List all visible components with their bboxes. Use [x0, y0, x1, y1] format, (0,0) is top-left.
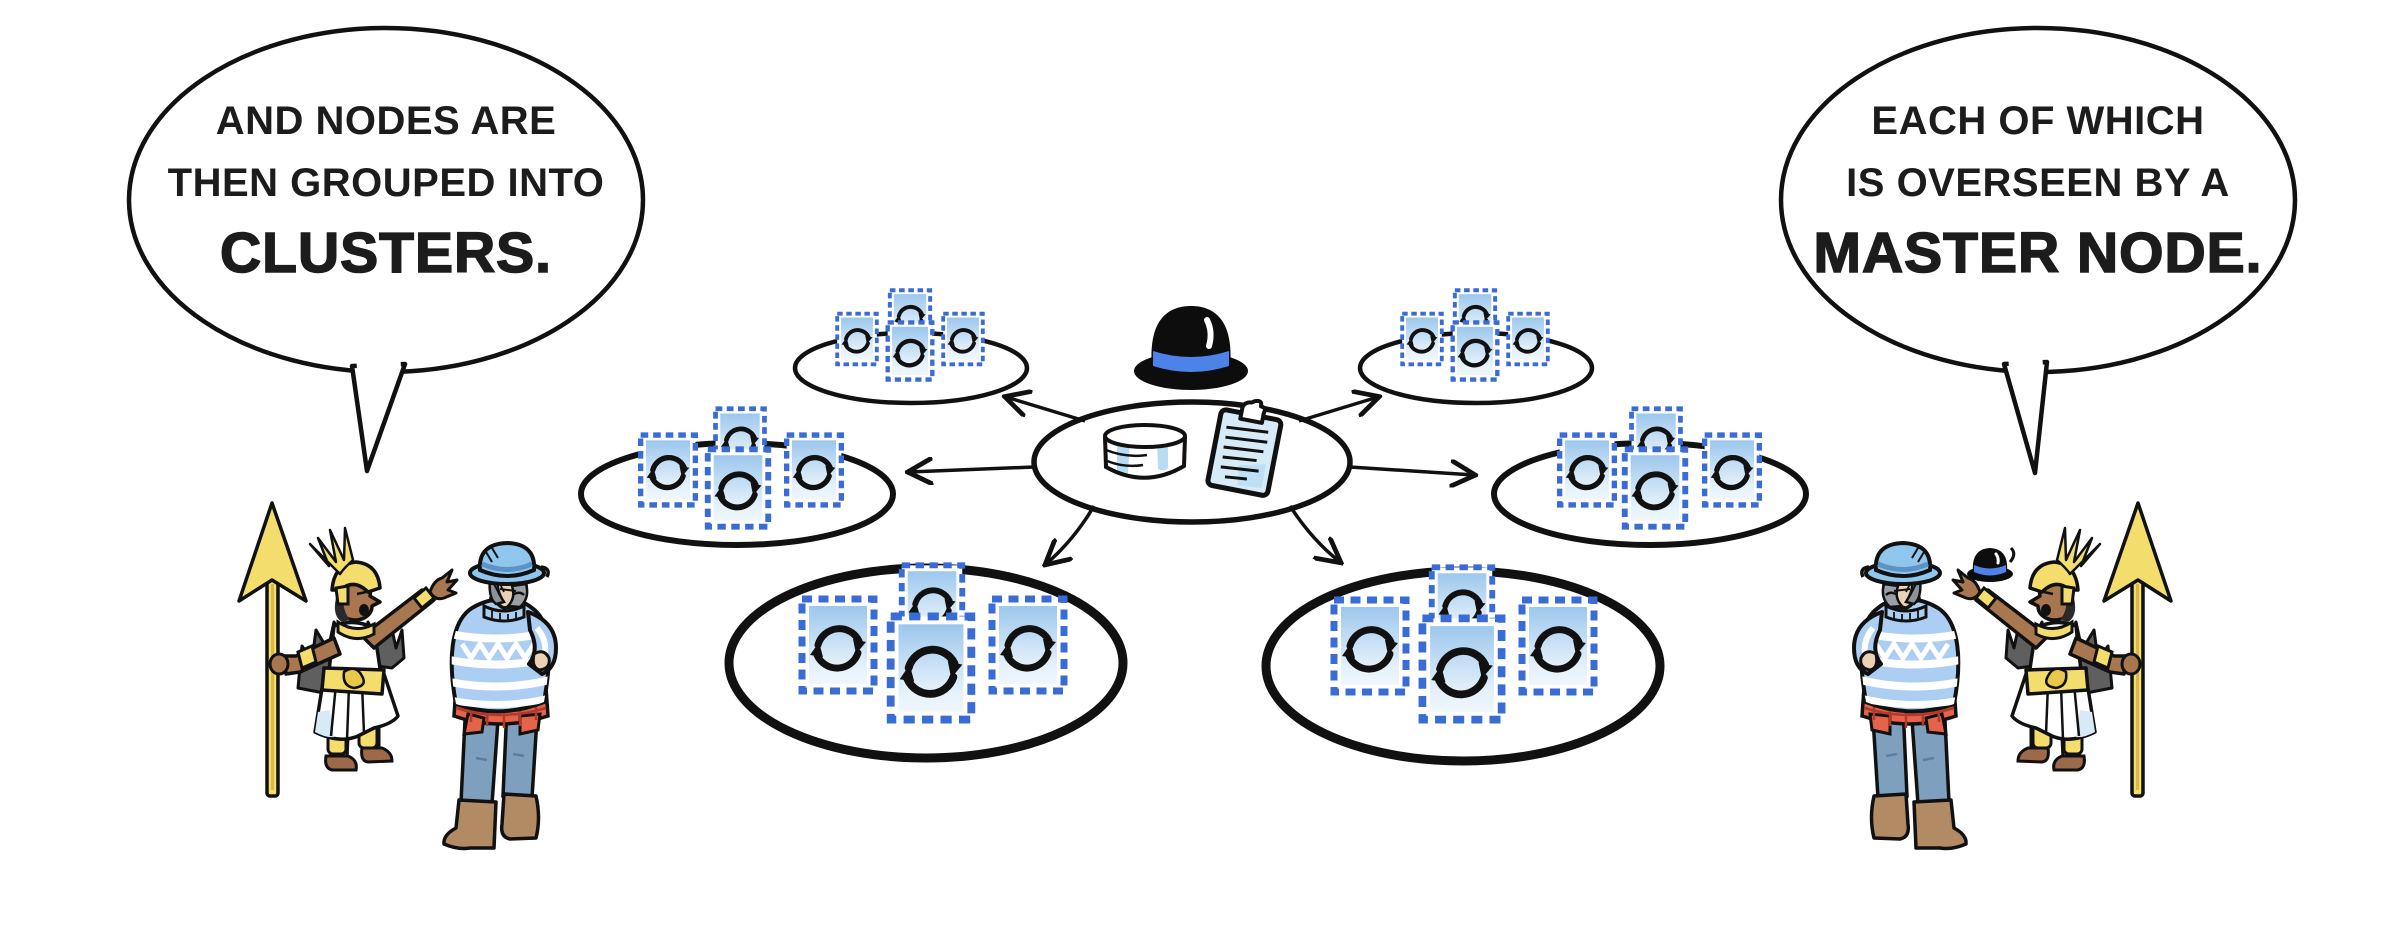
node-icon — [1705, 435, 1760, 505]
blue-bowler-hat-icon — [468, 540, 550, 586]
speech-bubble-left-tail — [349, 361, 408, 474]
left-bubble-text: AND NODES ARE THEN GROUPED INTO CLUSTERS… — [128, 90, 644, 288]
arrow-to-bottom-left-cluster — [1046, 505, 1096, 564]
node-icon — [837, 314, 877, 365]
right-bubble-line-1: EACH OF WHICH — [1871, 99, 2205, 143]
cluster-bottom-left — [724, 565, 1128, 763]
node-icon — [1334, 600, 1406, 692]
cluster-mid-left — [578, 409, 896, 548]
cluster-top-right — [1357, 290, 1595, 406]
man-figure — [442, 540, 558, 851]
spear — [237, 501, 308, 798]
characters-left — [237, 501, 558, 851]
node-icon — [992, 599, 1064, 691]
clipboard-icon — [1205, 398, 1284, 498]
arrow-to-mid-right-cluster — [1349, 467, 1474, 475]
arrow-to-top-right-cluster — [1298, 397, 1378, 423]
node-icon — [1402, 314, 1442, 365]
node-icon — [1522, 600, 1594, 692]
node-icon — [943, 314, 983, 365]
node-icon — [891, 616, 972, 719]
node-icon — [888, 322, 933, 379]
cluster-bottom-right — [1261, 567, 1665, 766]
node-icon — [1625, 449, 1685, 526]
arrow-to-mid-left-cluster — [909, 467, 1035, 472]
speech-bubble-right — [1778, 25, 2298, 476]
cluster-mid-right — [1491, 409, 1809, 548]
node-icon — [1422, 618, 1501, 719]
bowler-hat-icon — [1134, 306, 1248, 390]
arrow-to-top-left-cluster — [1006, 397, 1086, 423]
node-icon — [641, 435, 696, 505]
right-bubble-line-2: IS OVERSEEN BY A — [1846, 161, 2230, 205]
cluster-top-left — [792, 290, 1030, 406]
speech-bubble-left — [126, 25, 646, 474]
node-icon — [1560, 435, 1615, 505]
left-bubble-line-2: THEN GROUPED INTO — [167, 161, 605, 205]
arrow-to-bottom-right-cluster — [1288, 505, 1340, 562]
helmet-crest — [308, 526, 355, 576]
right-bubble-text: EACH OF WHICH IS OVERSEEN BY A MASTER NO… — [1780, 90, 2296, 288]
node-icon — [787, 435, 842, 505]
database-icon — [1103, 423, 1187, 480]
node-icon — [1453, 322, 1498, 379]
node-icon — [708, 449, 768, 526]
left-bubble-line-3-emphasis: CLUSTERS. — [219, 220, 553, 286]
node-icon — [1508, 314, 1548, 365]
speech-bubble-right-tail — [2001, 359, 2050, 476]
warrior-figure — [268, 526, 459, 772]
left-bubble-line-1: AND NODES ARE — [215, 99, 557, 143]
right-bubble-line-3-emphasis: MASTER NODE. — [1813, 220, 2263, 286]
node-icon — [802, 599, 874, 691]
small-bowler-hat-icon — [1967, 546, 2016, 582]
hub-arrows — [909, 397, 1474, 564]
